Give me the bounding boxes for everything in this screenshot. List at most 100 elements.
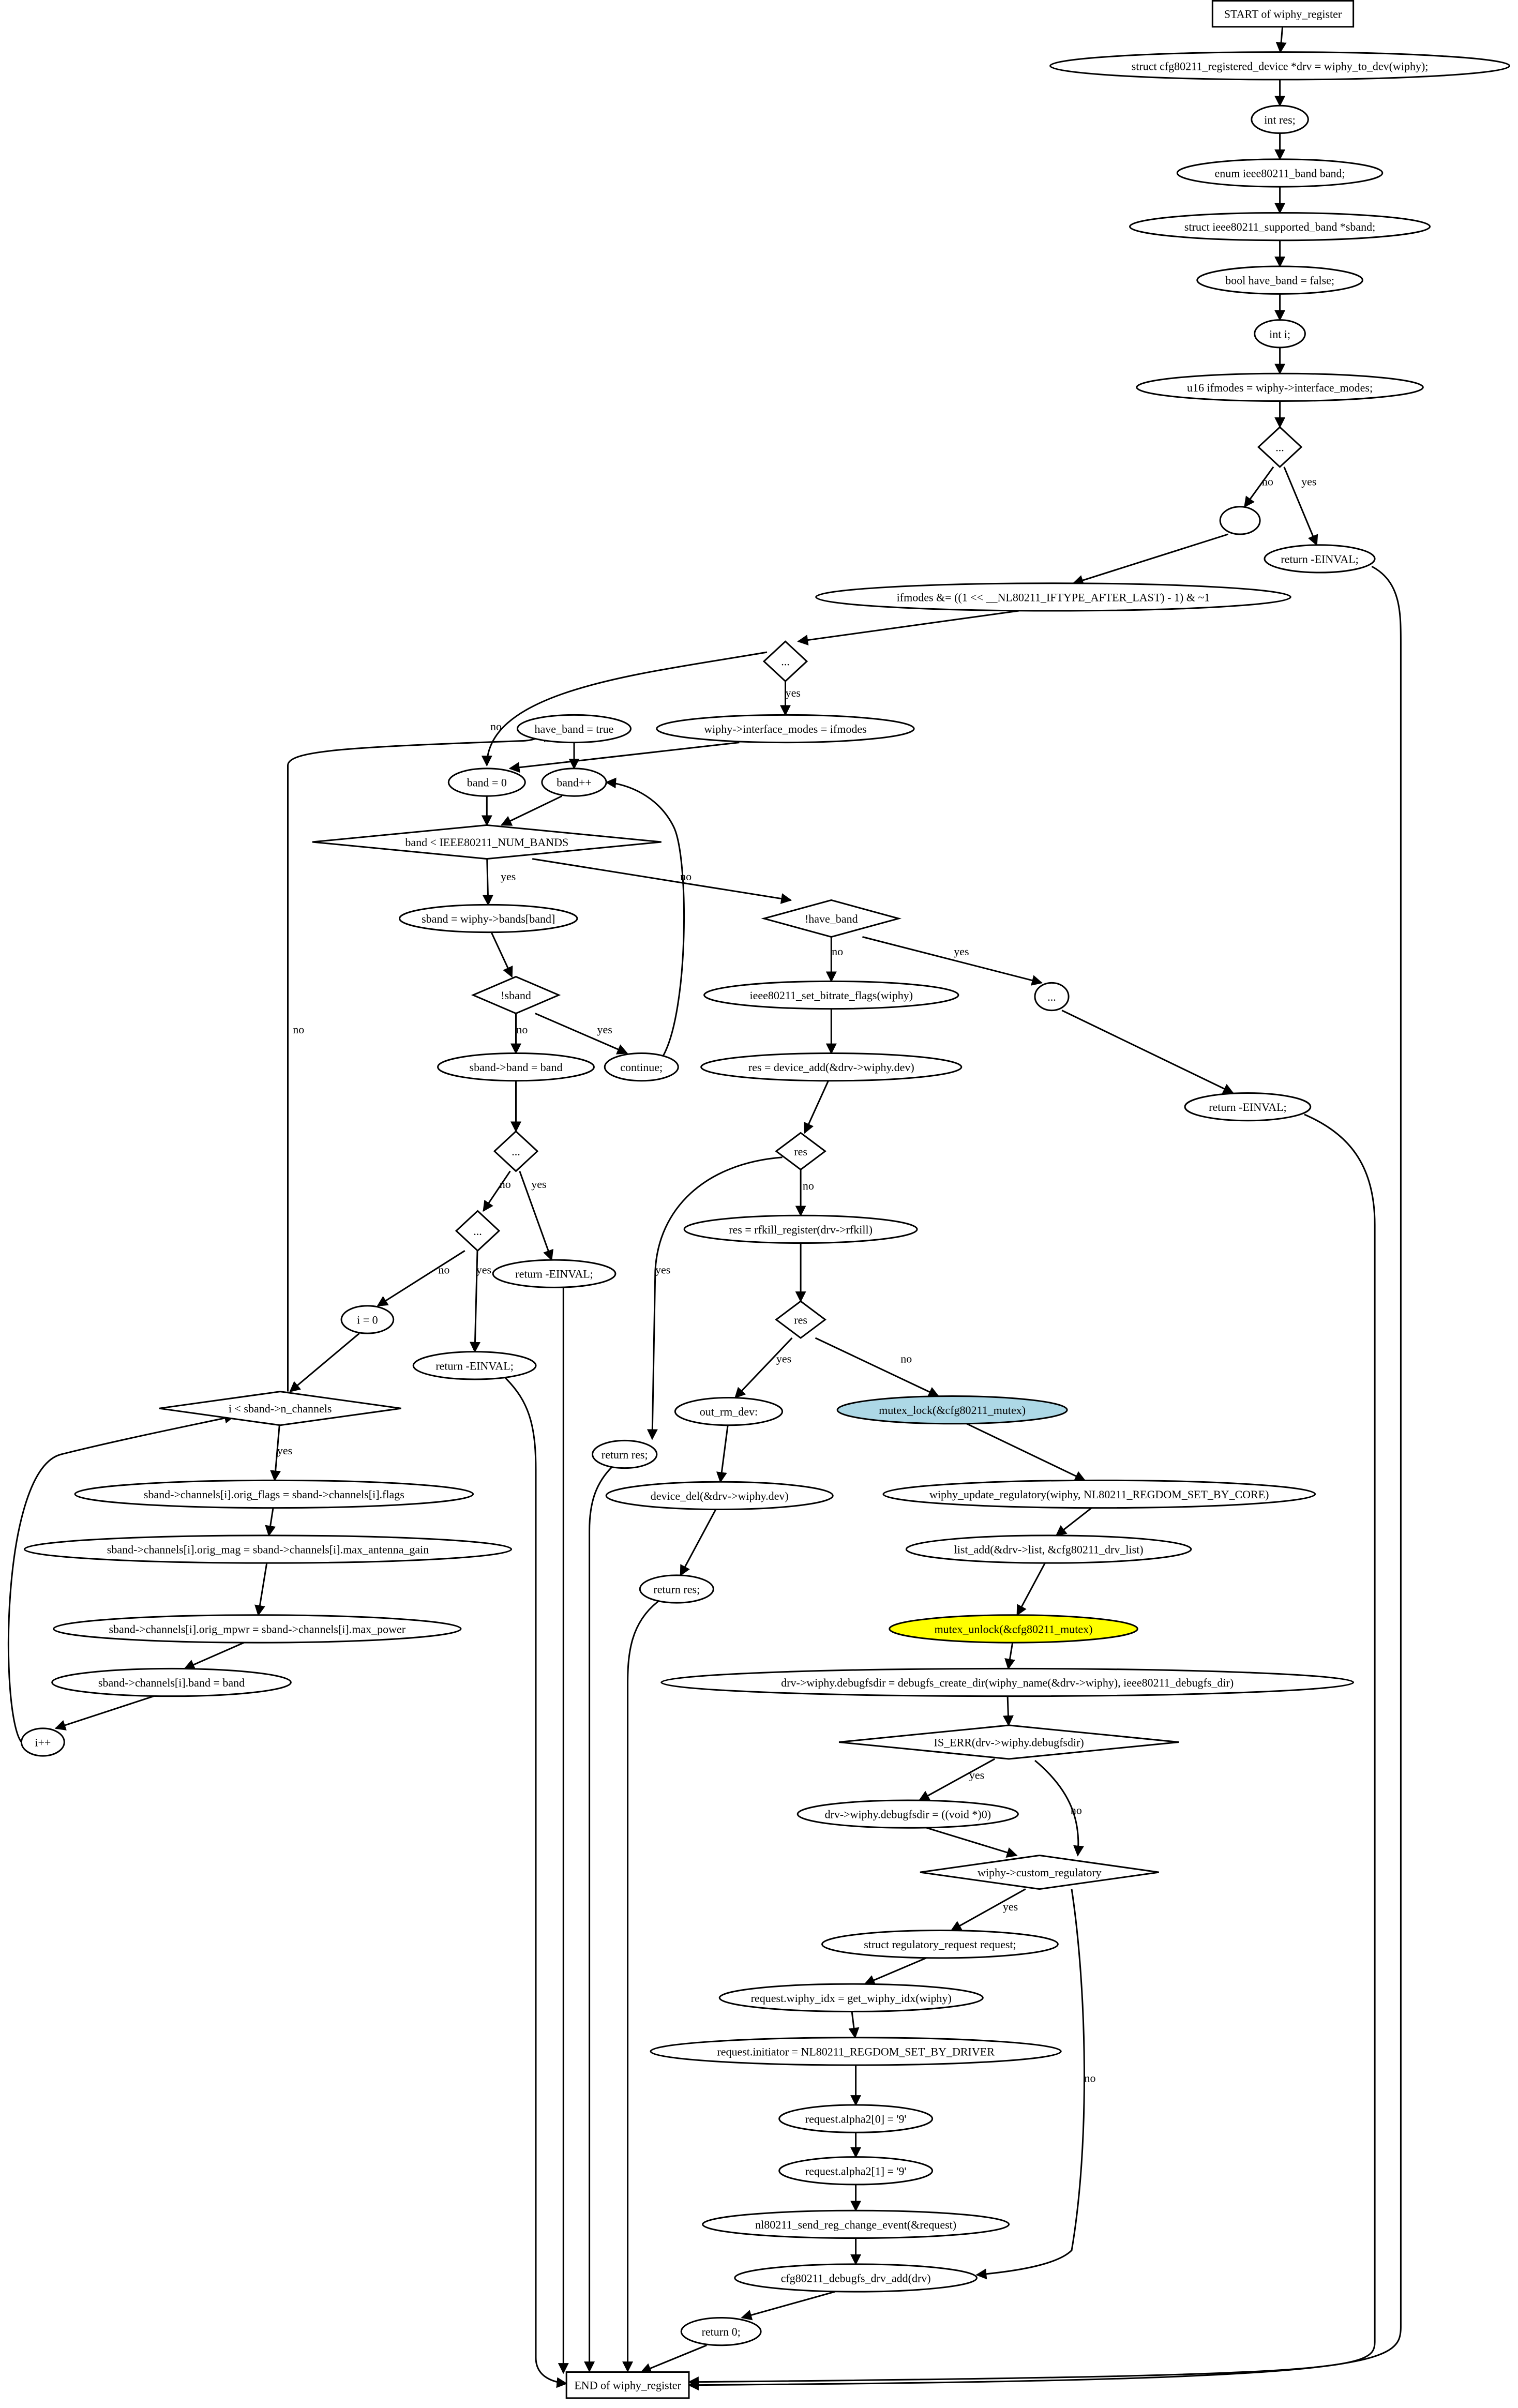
ellipse-shape [680, 2316, 762, 2346]
node-label: wiphy->interface_modes = ifmodes [704, 723, 866, 735]
edge-d2-to-b0 [481, 651, 768, 767]
node-r0: return 0; [680, 2316, 762, 2346]
edge-mu-to-dbg [1004, 1642, 1015, 1670]
edge-dbn-to-d12 [926, 1827, 1018, 1858]
ellipse-shape [604, 1052, 679, 1082]
node-c1: sband->channels[i].orig_flags = sband->c… [74, 1479, 474, 1509]
edge-label-yes: yes [1003, 1900, 1018, 1913]
node-label: END of wiphy_register [574, 2379, 681, 2392]
ellipse-shape [796, 1799, 1019, 1829]
edge-label-no: no [516, 1023, 528, 1036]
edge-label-yes: yes [501, 870, 516, 883]
node-label: have_band = true [535, 723, 614, 735]
node-label: ... [1047, 990, 1056, 1003]
edge-label-yes: yes [597, 1023, 612, 1036]
edge-d11-to-d12 [1034, 1759, 1084, 1857]
ellipse-shape [703, 980, 959, 1010]
edge-label-no: no [438, 1263, 449, 1276]
edge-la-to-mu [1016, 1562, 1046, 1616]
node-label: i = 0 [357, 1314, 378, 1327]
node-label: res = rfkill_register(drv->rfkill) [729, 1223, 873, 1236]
node-hb: have_band = true [516, 714, 632, 744]
node-n8: ifmodes &= ((1 << __NL80211_IFTYPE_AFTER… [815, 582, 1291, 612]
ellipse-shape [700, 1052, 963, 1082]
ellipse-shape [516, 714, 632, 744]
node-label: drv->wiphy.debugfsdir = debugfs_create_d… [781, 1676, 1234, 1689]
edge-r1-to-end [687, 565, 1402, 2391]
box-shape [565, 2371, 690, 2399]
ellipse-shape [399, 904, 578, 934]
node-label: ieee80211_set_bitrate_flags(wiphy) [749, 989, 913, 1002]
edge-d3-to-n10 [482, 859, 493, 906]
edge-start-to-n1 [1275, 26, 1287, 53]
node-dbn: drv->wiphy.debugfsdir = ((void *)0) [796, 1799, 1019, 1829]
diamond-shape [762, 640, 808, 683]
edge-label-yes: yes [655, 1263, 670, 1276]
node-e1 [1219, 506, 1261, 535]
node-label: sband->channels[i].band = band [98, 1676, 245, 1689]
ellipse-shape [778, 2156, 934, 2186]
node-label: !sband [501, 989, 531, 1002]
diamond-shape [312, 824, 662, 860]
edge-label-no: no [293, 1023, 304, 1036]
node-wur: wiphy_update_regulatory(wiphy, NL80211_R… [882, 1479, 1316, 1509]
edge-r2-to-end [687, 1113, 1376, 2388]
node-c4: sband->channels[i].band = band [51, 1667, 292, 1697]
ellipse-shape [437, 1052, 595, 1082]
edge-c2-to-c3 [254, 1562, 268, 1616]
node-d7: res [775, 1132, 826, 1171]
edge-c1-to-c2 [265, 1508, 276, 1537]
node-la: list_add(&drv->list, &cfg80211_drv_list) [905, 1534, 1192, 1564]
node-n9: wiphy->interface_modes = ifmodes [656, 714, 915, 744]
diamond-shape [838, 1724, 1179, 1760]
node-oud: out_rm_dev: [674, 1396, 784, 1426]
edge-d5-to-cont [535, 1013, 628, 1055]
node-ra1: request.alpha2[1] = '9' [778, 2156, 934, 2186]
node-e2: ... [1034, 982, 1070, 1012]
node-c3: sband->channels[i].orig_mpwr = sband->ch… [53, 1614, 462, 1644]
ellipse-shape [1176, 158, 1384, 188]
edge-srr-to-rwi [864, 1957, 927, 1985]
edge-n9-to-b0 [508, 742, 740, 773]
node-d9: res [775, 1300, 826, 1339]
edge-d8-to-r4 [469, 1251, 480, 1353]
diamond-shape [775, 1300, 826, 1339]
node-label: !have_band [805, 912, 858, 925]
diamond-shape [920, 1855, 1159, 1890]
edge-label-yes: yes [531, 1178, 546, 1191]
ellipse-shape [412, 1351, 537, 1380]
node-label: i < sband->n_channels [229, 1402, 332, 1415]
node-rr1: return res; [592, 1439, 658, 1469]
edge-rwi-to-rin [848, 2011, 860, 2039]
node-label: return res; [653, 1583, 700, 1596]
node-c2: sband->channels[i].orig_mag = sband->cha… [23, 1534, 513, 1564]
node-label: enum ieee80211_band band; [1215, 167, 1345, 179]
node-label: wiphy->custom_regulatory [978, 1866, 1102, 1879]
edge-d12-to-srr [950, 1888, 1026, 1931]
edge-c4-to-ipp [54, 1695, 154, 1730]
node-label: int res; [1264, 113, 1296, 126]
edge-d9-to-oud [734, 1337, 793, 1399]
node-label: list_add(&drv->list, &cfg80211_drv_list) [954, 1543, 1144, 1556]
ellipse-shape [605, 1481, 834, 1511]
edge-rr1-to-end [584, 1466, 613, 2373]
edge-label-yes: yes [954, 945, 969, 958]
node-label: ... [473, 1225, 482, 1238]
node-n11: ieee80211_set_bitrate_flags(wiphy) [703, 980, 959, 1010]
ellipse-shape [702, 2209, 1010, 2239]
node-d2: ... [762, 640, 808, 683]
node-d8: ... [455, 1210, 501, 1252]
ellipse-shape [20, 1727, 65, 1757]
edge-label-no: no [803, 1179, 814, 1192]
node-label: sband->channels[i].orig_mpwr = sband->ch… [109, 1622, 405, 1635]
edge-e1-to-n8 [1072, 533, 1228, 586]
edge-n13-to-d7 [804, 1080, 829, 1134]
ellipse-shape [674, 1396, 784, 1426]
node-label: ifmodes &= ((1 << __NL80211_IFTYPE_AFTER… [897, 591, 1210, 604]
edge-wur-to-la [1055, 1507, 1092, 1537]
edge-label-no: no [1071, 1804, 1082, 1817]
edge-label-yes: yes [786, 686, 801, 699]
diamond-shape [455, 1210, 501, 1252]
